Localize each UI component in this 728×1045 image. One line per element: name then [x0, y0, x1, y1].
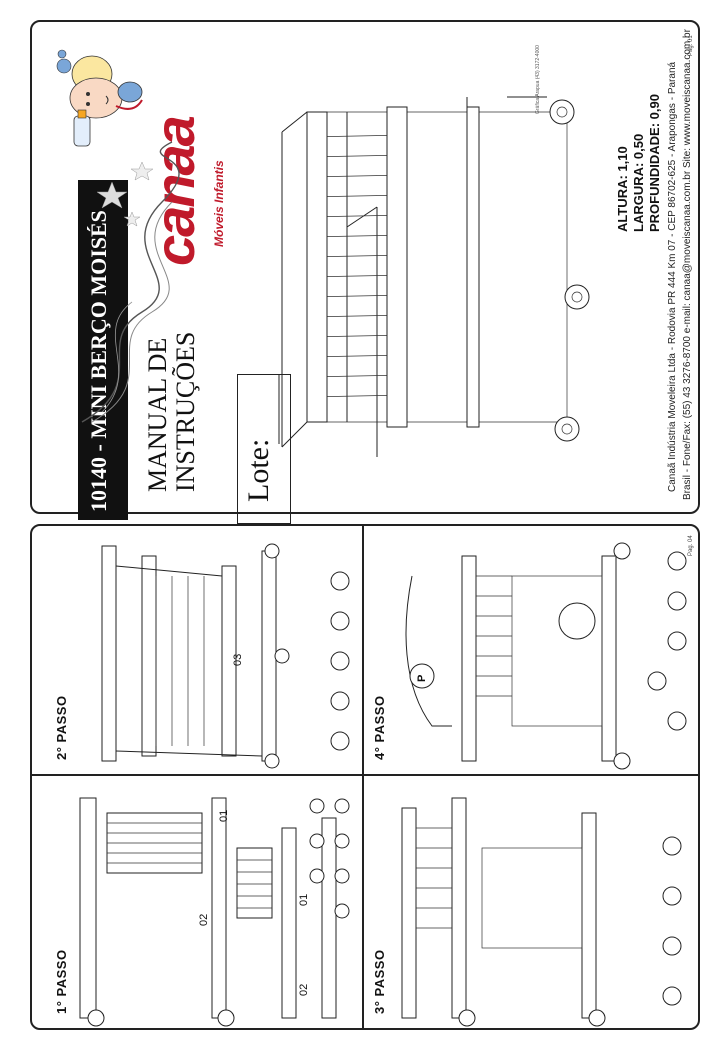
step3-illustration [401, 797, 606, 1027]
page-number-steps: Pag. 04 [688, 535, 694, 556]
step3-title: 3° PASSO [372, 949, 387, 1014]
step4-title: 4° PASSO [372, 695, 387, 760]
step1-part-label-4: 01 [218, 809, 230, 822]
lote-underline [278, 374, 280, 444]
step4-hardware [647, 551, 687, 731]
footer-address: Canaã Indústria Moveleira Ltda - Rodovia… [667, 61, 678, 492]
horizontal-divider [32, 774, 698, 776]
baby-illustration [56, 49, 143, 147]
vertical-divider [362, 526, 364, 1028]
step2-illustration [101, 543, 290, 769]
printer-credit: Gráfica Arapua (43) 3172-4000 [535, 45, 541, 114]
step1-hardware [309, 798, 350, 919]
dimension-depth: PROFUNDIDADE: 0,90 [647, 94, 662, 232]
step4-illustration [405, 542, 631, 770]
page-number-cover: Pag. 01 [688, 35, 694, 56]
step4-callout-label: P [416, 674, 428, 682]
step1-illustration [79, 797, 337, 1027]
step1-part-label-3: 02 [198, 913, 210, 926]
brand-tagline: Móveis Infantis [212, 160, 226, 247]
step2-hardware [330, 571, 350, 751]
dimension-width: LARGURA: 0,50 [631, 133, 646, 232]
crib-illustration [281, 96, 590, 457]
dimension-height: ALTURA: 1,10 [615, 146, 630, 232]
footer-contact: Brasil - Fone/Fax: (55) 43 3276-8700 e-m… [682, 29, 693, 500]
step1-part-label-1: 02 [298, 983, 310, 996]
lote-box [237, 374, 291, 524]
step3-hardware [662, 836, 682, 1006]
decorative-swirl [81, 141, 180, 423]
step2-part-label: 03 [232, 653, 244, 666]
steps-page: 1° PASSO 2° PASSO 3° PASSO 4° PASSO 02 0… [30, 524, 700, 1030]
cover-page: 10140 - MINI BERÇO MOISÉS MANUAL DE INST… [30, 20, 700, 524]
step2-title: 2° PASSO [54, 695, 69, 760]
step1-title: 1° PASSO [54, 949, 69, 1014]
